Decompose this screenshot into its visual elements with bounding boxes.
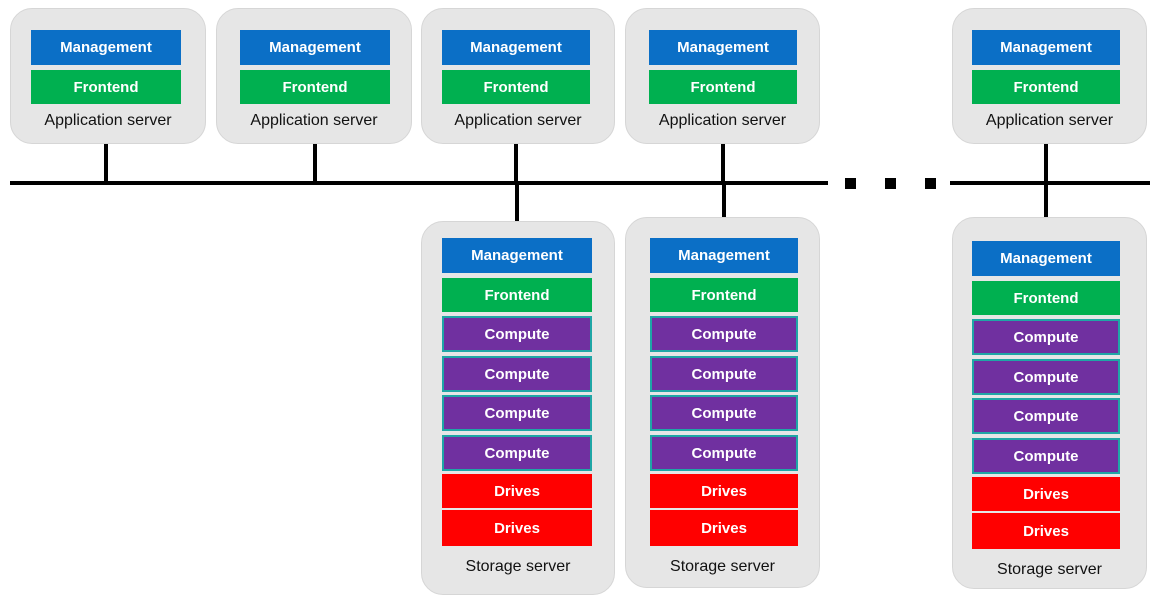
storage-server-3-compute-block-4: Compute [972, 359, 1120, 395]
storage-server-2-connector [722, 183, 726, 217]
storage-server-1-compute-block-5: Compute [442, 395, 592, 431]
ellipsis-dot-2 [885, 178, 896, 189]
app-server-4-label: Application server [658, 112, 787, 129]
storage-server-3-compute-block-6: Compute [972, 438, 1120, 474]
storage-server-1-compute-block-4: Compute [442, 356, 592, 392]
ellipsis-dot-3 [925, 178, 936, 189]
app-server-5-label: Application server [985, 112, 1114, 129]
app-server-4-connector [721, 144, 725, 183]
app-server-5-connector [1044, 144, 1048, 183]
app-server-1-connector [104, 144, 108, 183]
app-server-3-management-block: Management [442, 30, 590, 65]
app-server-3-connector [514, 144, 518, 183]
ellipsis-dot-1 [845, 178, 856, 189]
storage-server-1-drives-block-7: Drives [442, 474, 592, 508]
network-bus-left [10, 181, 828, 185]
storage-server-3-compute-block-5: Compute [972, 398, 1120, 434]
app-server-3-frontend-block: Frontend [442, 70, 590, 104]
storage-server-1-compute-block-6: Compute [442, 435, 592, 471]
storage-server-1-drives-block-8: Drives [442, 510, 592, 546]
storage-server-2-compute-block-6: Compute [650, 435, 798, 471]
app-server-1-frontend-block: Frontend [31, 70, 181, 104]
storage-server-2-frontend-block-2: Frontend [650, 278, 798, 312]
app-server-3-label: Application server [454, 112, 582, 129]
storage-server-1-compute-block-3: Compute [442, 316, 592, 352]
storage-server-2-label: Storage server [670, 558, 775, 575]
app-server-1-label: Application server [44, 112, 172, 129]
storage-server-3-compute-block-3: Compute [972, 319, 1120, 355]
storage-server-2-compute-block-3: Compute [650, 316, 798, 352]
storage-server-1-connector [515, 183, 519, 221]
app-server-2-management-block: Management [240, 30, 390, 65]
app-server-1-management-block: Management [31, 30, 181, 65]
storage-server-1-label: Storage server [465, 558, 571, 575]
storage-server-3-frontend-block-2: Frontend [972, 281, 1120, 315]
storage-server-2-compute-block-5: Compute [650, 395, 798, 431]
storage-server-3-label: Storage server [997, 561, 1102, 578]
storage-server-1-management-block-1: Management [442, 238, 592, 273]
storage-server-1-frontend-block-2: Frontend [442, 278, 592, 312]
app-server-2-connector [313, 144, 317, 183]
storage-server-3-connector [1044, 183, 1048, 217]
app-server-2-label: Application server [250, 112, 378, 129]
storage-server-2-management-block-1: Management [650, 238, 798, 273]
network-bus-right [950, 181, 1150, 185]
app-server-2-frontend-block: Frontend [240, 70, 390, 104]
storage-server-3-management-block-1: Management [972, 241, 1120, 276]
storage-server-3-drives-block-7: Drives [972, 477, 1120, 511]
app-server-5-frontend-block: Frontend [972, 70, 1120, 104]
storage-server-2-drives-block-8: Drives [650, 510, 798, 546]
storage-server-2-compute-block-4: Compute [650, 356, 798, 392]
app-server-5-management-block: Management [972, 30, 1120, 65]
app-server-4-frontend-block: Frontend [649, 70, 797, 104]
storage-server-3-drives-block-8: Drives [972, 513, 1120, 549]
storage-server-2-drives-block-7: Drives [650, 474, 798, 508]
app-server-4-management-block: Management [649, 30, 797, 65]
